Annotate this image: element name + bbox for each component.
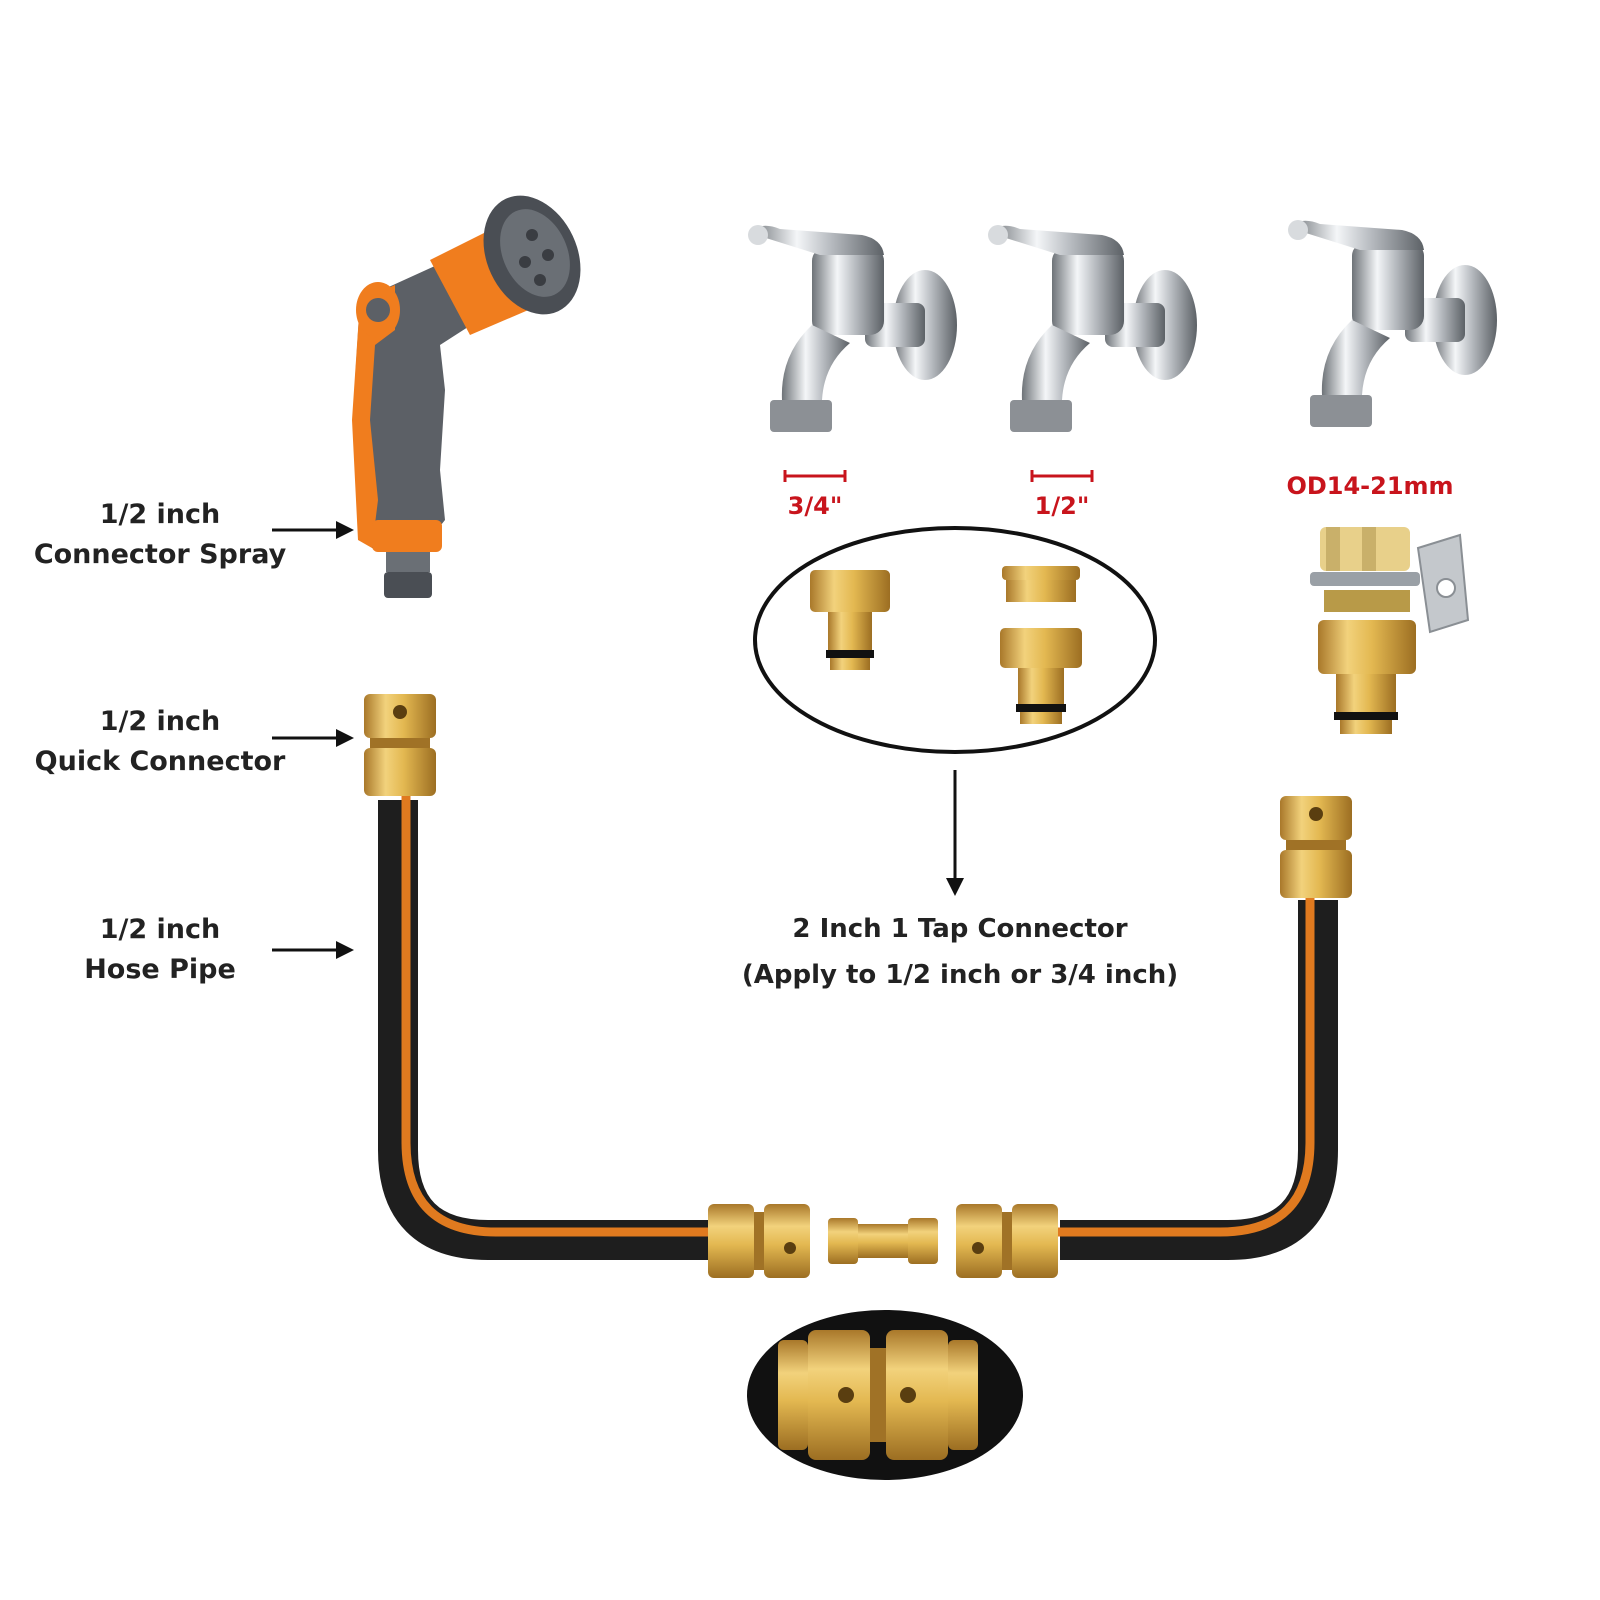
tap-adapter-right-icon bbox=[1000, 628, 1082, 724]
label-tap-connector-line2: (Apply to 1/2 inch or 3/4 inch) bbox=[741, 960, 1179, 990]
spray-nozzle-icon bbox=[352, 195, 581, 598]
label-connector-spray-line2: Connector Spray bbox=[33, 539, 287, 570]
arrow-spray bbox=[272, 521, 354, 539]
hose-end-connector-right-icon bbox=[956, 1204, 1058, 1278]
label-quick-connector: 1/2 inch Quick Connector bbox=[30, 702, 290, 782]
quick-connector-right-icon bbox=[1280, 796, 1352, 898]
faucet-od-icon bbox=[1288, 220, 1497, 427]
tap-adapter-left-icon bbox=[810, 570, 890, 670]
size-label-34: 3/4" bbox=[787, 492, 843, 520]
label-hose-pipe-line2: Hose Pipe bbox=[84, 954, 236, 985]
tap-connector-callout-oval bbox=[753, 526, 1157, 754]
arrow-tap-connector bbox=[946, 770, 964, 896]
universal-tap-connector-icon bbox=[1310, 527, 1470, 734]
label-tap-connector: 2 Inch 1 Tap Connector (Apply to 1/2 inc… bbox=[700, 906, 1220, 998]
connector-detail-icon bbox=[778, 1330, 978, 1460]
hose-end-connector-left-icon bbox=[708, 1204, 810, 1278]
label-quick-connector-line1: 1/2 inch bbox=[99, 706, 221, 737]
arrow-quick-connector bbox=[272, 729, 354, 747]
faucet-12-icon bbox=[988, 225, 1197, 432]
label-connector-spray: 1/2 inch Connector Spray bbox=[30, 495, 290, 575]
arrow-hose-pipe bbox=[272, 941, 354, 959]
quick-connector-left-icon bbox=[364, 694, 436, 796]
dimension-marker-34 bbox=[783, 470, 847, 482]
size-label-od: OD14-21mm bbox=[1286, 472, 1454, 500]
double-male-coupling-icon bbox=[828, 1218, 938, 1264]
faucet-34-icon bbox=[748, 225, 957, 432]
label-quick-connector-line2: Quick Connector bbox=[34, 746, 286, 777]
label-tap-connector-line1: 2 Inch 1 Tap Connector bbox=[792, 914, 1128, 944]
tap-adapter-ring-icon bbox=[1002, 566, 1080, 602]
hose-pipe-icon bbox=[378, 792, 1338, 1260]
label-hose-pipe: 1/2 inch Hose Pipe bbox=[30, 910, 290, 990]
label-connector-spray-line1: 1/2 inch bbox=[99, 499, 221, 530]
label-hose-pipe-line1: 1/2 inch bbox=[99, 914, 221, 945]
size-label-12: 1/2" bbox=[1034, 492, 1090, 520]
dimension-marker-12 bbox=[1030, 470, 1094, 482]
